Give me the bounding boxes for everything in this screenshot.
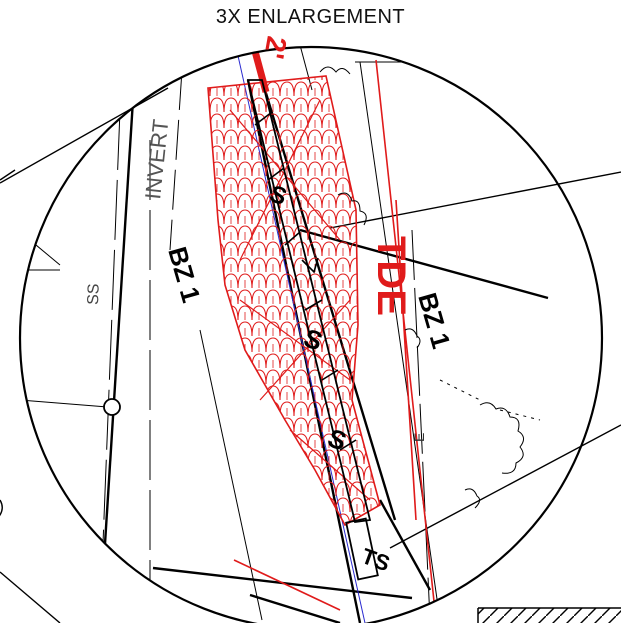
tree-outlines xyxy=(319,66,541,509)
label-ts: TS xyxy=(358,543,393,576)
label-top-red: 2' xyxy=(258,34,292,61)
label-bz1-right: BZ 1 xyxy=(412,289,456,351)
channel-outline xyxy=(246,79,372,523)
label-ss: SS xyxy=(85,283,103,305)
label-e: E xyxy=(411,433,427,442)
riprap-mesh-area xyxy=(207,75,381,527)
manhole-symbol xyxy=(103,398,121,416)
arrow-head xyxy=(301,257,319,274)
ts-box xyxy=(345,517,379,581)
enlargement-title: 3X ENLARGEMENT xyxy=(215,6,406,28)
edge-arc xyxy=(0,499,3,517)
red-boundary xyxy=(233,59,437,621)
label-bz1-left: BZ 1 xyxy=(162,243,206,305)
s-marks xyxy=(254,111,357,451)
enlargement-circle xyxy=(18,45,604,623)
label-tde: TDE xyxy=(369,236,413,316)
hatched-wall xyxy=(477,607,621,623)
label-invert: INVERT xyxy=(140,118,173,200)
